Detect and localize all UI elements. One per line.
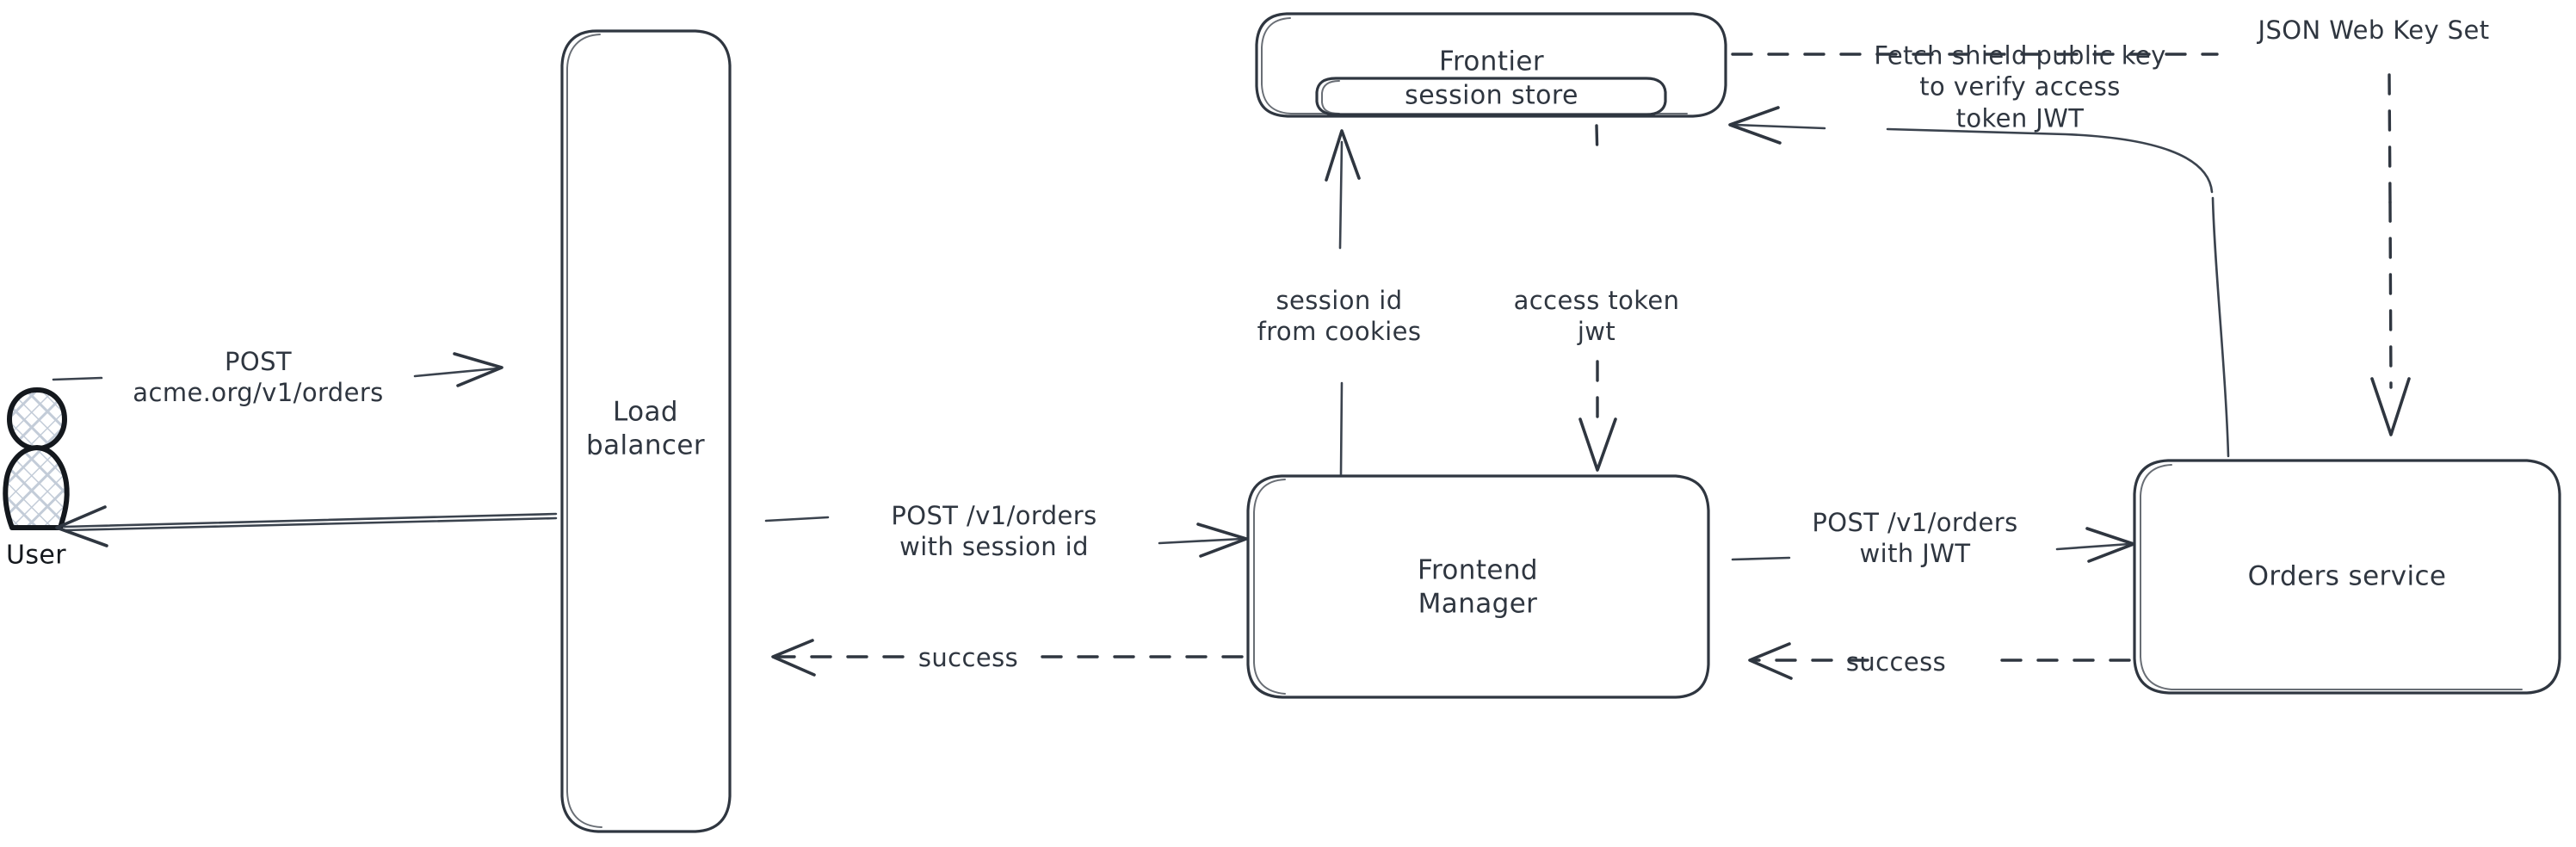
edge-orders-service-to-frontend-manager-success <box>1748 642 2131 680</box>
edge-load-balancer-to-frontend-manager <box>764 516 1248 558</box>
load-balancer-shape <box>560 29 732 833</box>
orders-service-shape <box>2133 459 2561 695</box>
edge-frontier-to-orders-service-jwks <box>1731 53 2411 436</box>
edge-frontend-manager-to-frontier <box>1325 129 1361 476</box>
session-store-shape <box>1315 77 1667 116</box>
frontend-manager-shape <box>1246 474 1710 699</box>
edge-load-balancer-to-user <box>55 505 558 547</box>
edge-user-to-load-balancer <box>52 352 503 387</box>
edge-frontend-manager-to-load-balancer-success <box>771 639 1244 677</box>
edge-orders-service-to-frontier <box>1728 106 2230 458</box>
edge-frontend-manager-to-orders-service <box>1731 527 2135 563</box>
user-person-icon <box>3 387 70 530</box>
edge-frontier-to-frontend-manager <box>1578 124 1617 472</box>
